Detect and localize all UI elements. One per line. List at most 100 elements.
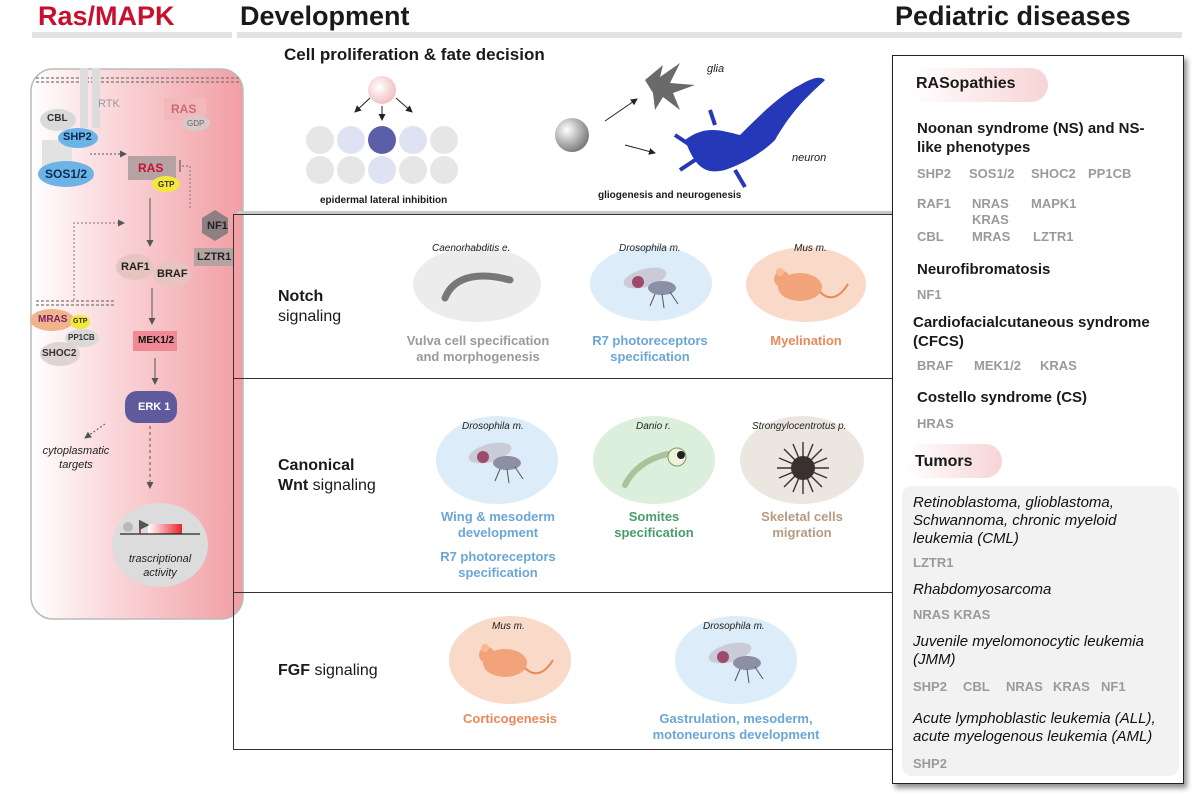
gene-nf1: NF1 (917, 287, 942, 302)
mras-gtp-label: GTP (73, 318, 88, 325)
fly-icon (468, 442, 524, 484)
epidermal-label: epidermal lateral inhibition (320, 195, 448, 206)
fgf-title: FGF signaling (278, 662, 378, 680)
gene-cbl: CBL (917, 229, 944, 244)
fgf-title-bold: FGF (278, 662, 310, 679)
wnt-title-bold1: Canonical (278, 457, 355, 474)
wnt-title-bold2: Wnt (278, 477, 309, 494)
tumor-3-gene-shp2: SHP2 (913, 679, 947, 694)
gene-mek12: MEK1/2 (974, 358, 1021, 373)
pp1cb-label: PP1CB (68, 333, 95, 342)
tumor-1: Retinoblastoma, glioblastoma, Schwannoma… (913, 494, 1117, 547)
cbl-label: CBL (47, 113, 68, 124)
shp2-label: SHP2 (63, 131, 92, 143)
wnt-title-rest: signaling (312, 477, 376, 494)
tumor-3-gene-kras: KRAS (1053, 679, 1090, 694)
tumor-4-genes: SHP2 (913, 756, 947, 771)
wnt-species-1: Drosophila m. (462, 421, 524, 432)
ras-gdp-label: RAS (171, 102, 197, 116)
transcription-label: trascriptional activity (128, 553, 192, 579)
header-bar-left (32, 32, 232, 38)
gene-nras: NRAS (972, 196, 1009, 211)
gene-raf1: RAF1 (917, 196, 951, 211)
wnt-species-2: Danio r. (636, 421, 671, 432)
mras-label: MRAS (38, 314, 68, 325)
raf1-label: RAF1 (121, 261, 150, 273)
glia-neuron-diagram (555, 63, 825, 189)
rtk-label: RTK (98, 98, 120, 110)
gene-shp2: SHP2 (917, 166, 951, 181)
notch-title-rest: signaling (278, 308, 342, 325)
mek-label: MEK1/2 (138, 335, 175, 346)
divider-top-gray (237, 211, 892, 214)
wnt-process-1b: R7 photoreceptors specification (440, 549, 556, 580)
header-development: Development (240, 1, 410, 31)
divider-notch-wnt (233, 378, 892, 379)
sea-urchin-icon (777, 442, 829, 494)
notch-species-2: Drosophila m. (619, 243, 681, 254)
tumors-title: Tumors (915, 453, 973, 470)
gene-sos12: SOS1/2 (969, 166, 1015, 181)
tumor-4: Acute lymphoblastic leukemia (ALL), acut… (913, 710, 1156, 745)
glia-label: glia (707, 63, 725, 75)
neuron-label: neuron (792, 152, 827, 164)
zebrafish-embryo-icon (622, 447, 687, 488)
notch-species-1: Caenorhabditis e. (432, 243, 511, 254)
gene-mapk1: MAPK1 (1031, 196, 1077, 211)
shoc2-label: SHOC2 (42, 348, 77, 359)
tumor-3: Juvenile myelomonocytic leukemia (JMM) (913, 633, 1144, 668)
notch-title-bold: Notch (278, 288, 324, 305)
epidermal-cells-diagram (306, 76, 458, 184)
gdp-label: GDP (187, 119, 205, 128)
header-bar-right (892, 32, 1182, 38)
cyto-targets-label: cytoplasmatic targets (42, 445, 110, 471)
wnt-species-3: Strongylocentrotus p. (752, 421, 847, 432)
wnt-process-3: Skeletal cells migration (761, 509, 843, 540)
gene-lztr1: LZTR1 (1033, 229, 1074, 244)
gene-kras: KRAS (972, 212, 1009, 227)
costello-title: Costello syndrome (CS) (917, 389, 1088, 406)
gtp-label: GTP (158, 180, 175, 189)
fgf-process-1: Corticogenesis (463, 711, 557, 726)
tumor-2: Rhabdomyosarcoma (913, 581, 1052, 598)
sos-label: SOS1/2 (45, 167, 88, 181)
worm-icon (441, 272, 514, 302)
notch-process-3: Myelination (770, 333, 842, 348)
notch-species-3: Mus m. (794, 243, 827, 254)
header-ras-mapk: Ras/MAPK (38, 1, 175, 31)
worm-oval (413, 247, 541, 322)
tumor-2-genes: NRAS KRAS (913, 607, 991, 622)
glio-label: gliogenesis and neurogenesis (598, 190, 742, 201)
fly-icon (708, 642, 764, 684)
rasopathies-title: RASopathies (916, 75, 1016, 92)
header-bar-middle (237, 32, 892, 38)
gene-kras-cfcs: KRAS (1040, 358, 1077, 373)
nf-title: Neurofibromatosis (917, 261, 1051, 278)
cfcs-title: Cardiofacialcutaneous syndrome (CFCS) (913, 314, 1150, 350)
notch-process-1: Vulva cell specification and morphogenes… (406, 333, 550, 364)
tumor-3-gene-nras: NRAS (1006, 679, 1043, 694)
fgf-species-1: Mus m. (492, 621, 525, 632)
ras-gtp-label: RAS (138, 161, 164, 175)
fgf-species-2: Drosophila m. (703, 621, 765, 632)
tumor-3-gene-cbl: CBL (963, 679, 990, 694)
gene-shoc2: SHOC2 (1031, 166, 1076, 181)
rasopathies-pill (908, 68, 1048, 102)
gene-hras: HRAS (917, 416, 954, 431)
tumor-1-genes: LZTR1 (913, 555, 954, 570)
mouse-icon (774, 268, 849, 301)
erk-label: ERK 1 (138, 401, 171, 413)
tumor-3-gene-nf1: NF1 (1101, 679, 1126, 694)
fgf-process-2: Gastrulation, mesoderm, motoneurons deve… (652, 711, 820, 742)
notch-process-2: R7 photoreceptors specification (592, 333, 708, 364)
wnt-title: Canonical Wnt signaling (278, 456, 376, 496)
wnt-process-2: Somites specification (614, 509, 694, 540)
gene-pp1cb: PP1CB (1088, 166, 1132, 181)
gene-braf: BRAF (917, 358, 954, 373)
notch-title: Notch signaling (278, 287, 341, 327)
pathway-diagram (30, 68, 244, 620)
development-frame (233, 214, 892, 750)
tumors-box (902, 486, 1179, 776)
noonan-title: Noonan syndrome (NS) and NS-like phenoty… (917, 120, 1145, 156)
nf1-label: NF1 (207, 220, 228, 232)
